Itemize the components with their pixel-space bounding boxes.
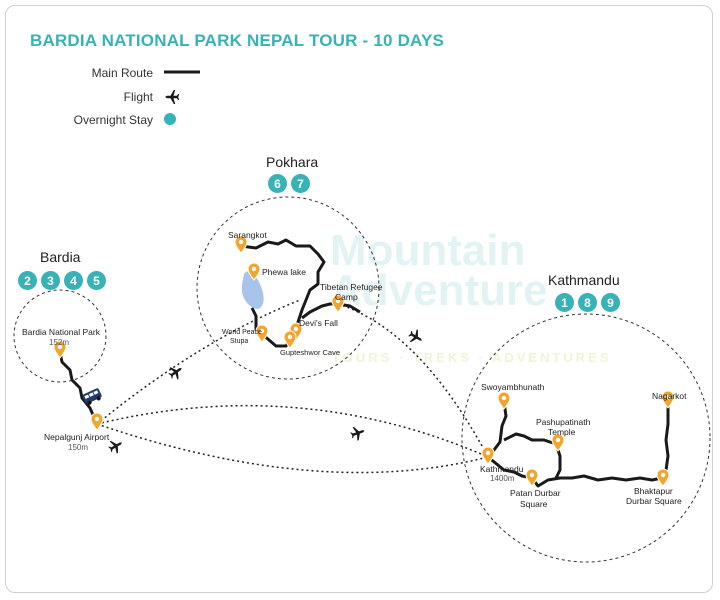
label-pashupati-line-2: Temple	[548, 427, 576, 437]
label-tibetan-line-1: Tibetan Refugee	[320, 282, 383, 292]
label-patan-line-2: Square	[520, 499, 548, 509]
day-badge: 4	[64, 271, 83, 290]
day-badge: 5	[87, 271, 106, 290]
label-nepalgunj-altitude: 150m	[68, 443, 89, 452]
legend-overnight-dot	[164, 113, 176, 125]
phewa-lake-shape	[241, 271, 264, 309]
label-bhaktapur-line-1: Bhaktapur	[634, 486, 673, 496]
plane-icon	[408, 329, 423, 343]
pokhara-region-circle	[196, 196, 380, 380]
flight-path-pokhara-kathmandu	[337, 303, 489, 458]
pin-kathmandu-icon	[481, 446, 495, 465]
label-bardia-np-altitude: 152m	[49, 338, 70, 347]
label-kathmandu-altitude: 1400m	[490, 474, 515, 483]
plane-icon	[168, 367, 182, 380]
day-badge: 9	[601, 293, 620, 312]
label-world-peace-line-2: Stupa	[230, 338, 249, 345]
flight-path-nepalgunj-kathmandu-upper	[96, 404, 489, 458]
day-badge: 2	[18, 271, 37, 290]
bardia-day-badges: 2 3 4 5	[18, 271, 106, 290]
region-pokhara-name: Pokhara	[266, 154, 319, 170]
plane-icon	[108, 440, 123, 454]
day-badge: 7	[291, 174, 310, 193]
day-badge: 3	[41, 271, 60, 290]
route-pashupati	[503, 432, 557, 446]
map-frame	[5, 5, 713, 593]
label-bhaktapur-line-2: Durbar Square	[626, 496, 682, 506]
label-pashupati-line-1: Pashupatinath	[536, 417, 591, 427]
route-patan	[487, 455, 533, 480]
label-sarangkot: Sarangkot	[228, 230, 267, 240]
pin-world-peace-icon	[255, 324, 269, 343]
kathmandu-day-badges: 1 8 9	[555, 293, 620, 312]
day-badge: 6	[268, 174, 287, 193]
kathmandu-region-circle	[461, 313, 711, 563]
pin-pashupati-icon	[551, 433, 565, 452]
page-title: BARDIA NATIONAL PARK NEPAL TOUR - 10 DAY…	[30, 31, 445, 50]
pin-tibetan-icon	[331, 294, 345, 313]
route-bardia-nepalgunj	[58, 351, 99, 425]
pin-sarangkot-icon	[234, 235, 248, 254]
pin-nepalgunj-icon	[90, 412, 104, 431]
pin-bhaktapur-icon	[656, 468, 670, 487]
label-phewa-lake: Phewa lake	[262, 267, 306, 277]
legend-plane-icon	[165, 90, 180, 104]
label-bardia-np: Bardia National Park	[22, 327, 100, 337]
pin-gupteshwor-icon	[283, 330, 297, 349]
label-swoyambhunath: Swoyambhunath	[481, 382, 545, 392]
label-kathmandu: Kathmandu	[480, 464, 524, 474]
day-badge: 8	[578, 293, 597, 312]
flight-path-nepalgunj-kathmandu-lower	[96, 423, 489, 474]
route-nagarkot	[660, 400, 670, 479]
bus-icon	[82, 388, 102, 405]
watermark-line-1: Mountain	[330, 226, 526, 275]
route-pokhara-tibetan	[301, 302, 361, 320]
day-badge: 1	[555, 293, 574, 312]
pin-nagarkot-icon	[661, 390, 675, 409]
label-world-peace-line-1: World Peace	[222, 329, 262, 336]
watermark-line-2: Adventure	[330, 266, 548, 315]
label-patan-line-1: Patan Durbar	[510, 488, 561, 498]
region-bardia-name: Bardia	[40, 249, 81, 265]
legend-main-route-label: Main Route	[91, 66, 153, 80]
pin-patan-icon	[525, 468, 539, 487]
watermark-line-3: TOURS · TREKS · ADVENTURES	[332, 350, 612, 365]
legend-overnight-label: Overnight Stay	[73, 113, 153, 127]
label-nepalgunj: Nepalgunj Airport	[44, 432, 110, 442]
plane-icon	[350, 427, 365, 441]
pokhara-day-badges: 6 7	[268, 174, 310, 193]
pin-swoyambhu-icon	[497, 391, 511, 410]
label-tibetan-line-2: Camp	[335, 292, 358, 302]
region-kathmandu-name: Kathmandu	[548, 272, 620, 288]
label-nagarkot: Nagarkot	[652, 391, 687, 401]
flight-path-nepalgunj-pokhara	[96, 299, 301, 425]
route-bhaktapur	[530, 474, 663, 488]
pin-phewa-icon	[247, 262, 261, 281]
pin-bardia-np-icon	[53, 340, 67, 359]
label-devis-fall: Devi's Fall	[299, 318, 338, 328]
bardia-region-circle	[13, 289, 107, 383]
legend-flight-label: Flight	[123, 90, 153, 104]
label-gupteshwor: Gupteshwor Cave	[280, 348, 341, 357]
